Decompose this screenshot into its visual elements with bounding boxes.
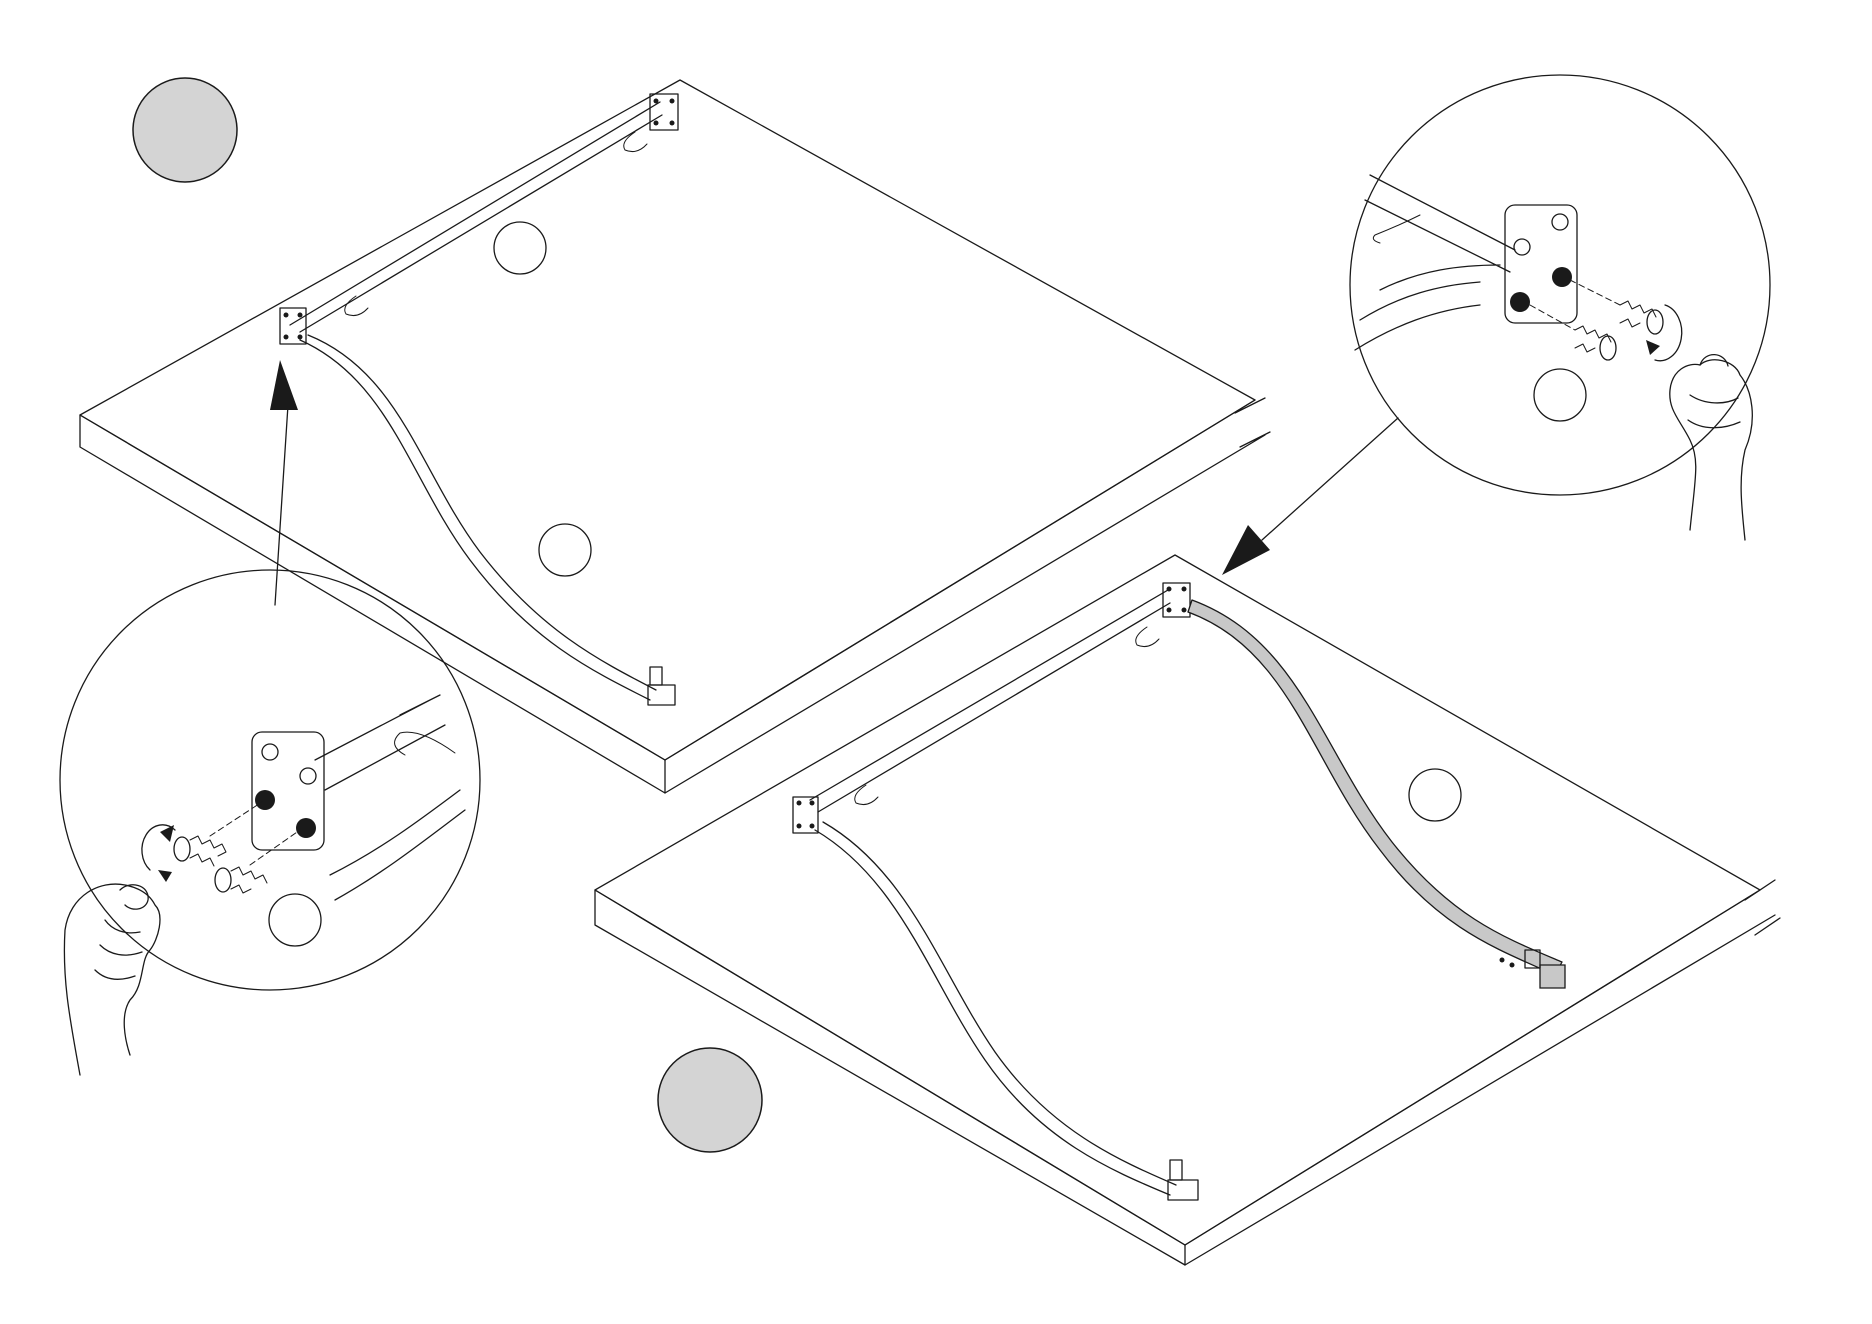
- part-callout: [494, 222, 546, 274]
- part-callout: [1534, 369, 1586, 421]
- mounting-plate-icon: [252, 732, 324, 850]
- board-top-face: [595, 555, 1760, 1245]
- part-callout: [539, 524, 591, 576]
- curved-rail: [300, 340, 650, 700]
- detail-circle-right: [1350, 75, 1770, 540]
- screw-icon: [215, 830, 300, 893]
- rotate-arrow-icon: [142, 825, 175, 882]
- mounting-plate-icon: [793, 797, 818, 833]
- screw-icon: [1570, 280, 1663, 334]
- step-badge: [658, 1048, 762, 1152]
- rail-hook: [624, 132, 647, 152]
- step-badge: [133, 78, 237, 182]
- mounting-plate-icon: [650, 94, 678, 130]
- rail-end-block: [1168, 1160, 1198, 1200]
- rail-end-block: [648, 667, 675, 705]
- board-top-face: [80, 80, 1255, 760]
- mounting-plate-icon: [1505, 205, 1577, 323]
- mounting-plate-icon: [1163, 583, 1190, 617]
- straight-rail: [290, 102, 662, 332]
- part-callout: [1409, 769, 1461, 821]
- screw-icon: [1530, 305, 1616, 360]
- curved-rail: [308, 335, 656, 690]
- pointer-arrow-icon: [1222, 418, 1398, 575]
- panel-top-left: [80, 78, 1270, 793]
- hand-icon: [64, 884, 160, 1075]
- board-right-edge: [665, 398, 1270, 793]
- part-callout: [269, 894, 321, 946]
- highlighted-curved-rail: [1188, 600, 1562, 975]
- panel-bottom-right: [595, 555, 1780, 1265]
- mounting-plate-icon: [280, 308, 306, 344]
- hand-icon: [1670, 355, 1753, 540]
- board-front-edge: [80, 415, 665, 793]
